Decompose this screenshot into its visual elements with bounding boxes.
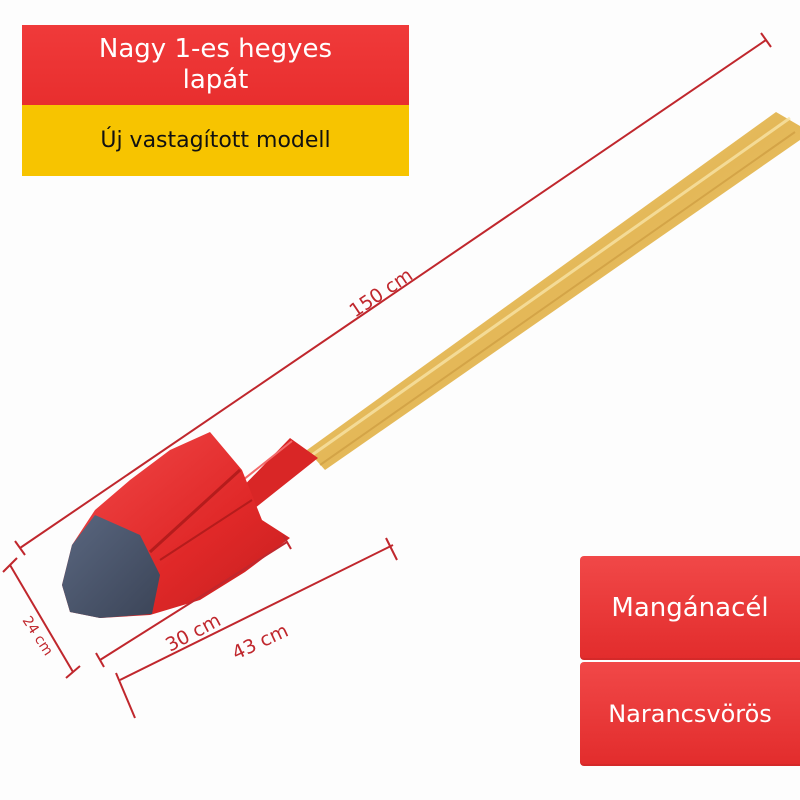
length-dimension-line (14, 32, 772, 556)
shovel-blade (62, 432, 290, 618)
blade-length-label: 30 cm (162, 609, 225, 656)
product-title-banner: Nagy 1-es hegyes lapát (22, 25, 409, 105)
blade-dimension-lines (2, 534, 398, 719)
color-label: Narancsvörös (608, 700, 772, 728)
product-subtitle-banner: Új vastagított modell (22, 105, 409, 176)
material-label: Mangánacél (611, 593, 769, 623)
product-subtitle: Új vastagított modell (100, 128, 331, 153)
blade-total-label: 43 cm (229, 620, 292, 665)
color-badge: Narancsvörös (580, 662, 800, 766)
material-badge: Mangánacél (580, 556, 800, 660)
length-label: 150 cm (345, 264, 416, 322)
product-title: Nagy 1-es hegyes lapát (98, 34, 333, 95)
shovel-handle (307, 112, 800, 470)
blade-width-label: 24 cm (19, 613, 56, 658)
